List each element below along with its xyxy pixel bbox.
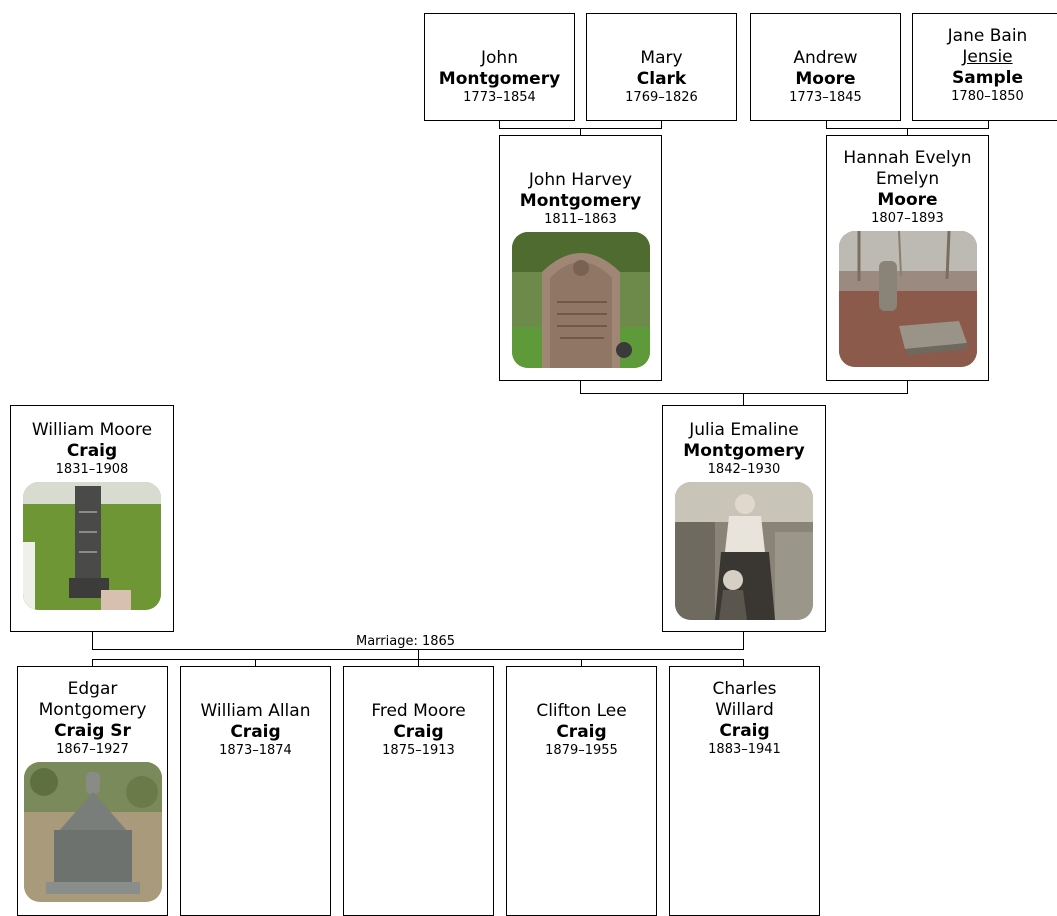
life-dates: 1867–1927 — [56, 742, 129, 757]
surname: Craig — [556, 722, 607, 742]
person-card-hannah-moore[interactable]: Hannah Evelyn Emelyn Moore 1807–1893 — [826, 135, 989, 381]
connector — [907, 380, 908, 393]
surname: Moore — [877, 190, 938, 210]
given-name: William Allan — [200, 701, 311, 721]
life-dates: 1879–1955 — [545, 743, 618, 758]
given-name: Fred Moore — [371, 701, 466, 721]
life-dates: 1773–1845 — [789, 90, 862, 105]
connector — [743, 393, 744, 406]
connector — [92, 659, 93, 667]
given-name: Andrew — [793, 48, 858, 68]
surname: Clark — [636, 69, 687, 89]
life-dates: 1875–1913 — [382, 743, 455, 758]
connector — [499, 120, 500, 128]
life-dates: 1842–1930 — [707, 462, 781, 477]
given-name: John Harvey — [528, 170, 633, 190]
given-name: John — [481, 48, 518, 68]
life-dates: 1811–1863 — [544, 212, 617, 227]
connector — [255, 659, 256, 667]
given-name: Clifton Lee — [536, 701, 627, 721]
life-dates: 1883–1941 — [708, 742, 781, 757]
surname: Moore — [795, 69, 856, 89]
surname: Craig — [393, 722, 444, 742]
surname: Montgomery — [683, 441, 805, 461]
connector — [907, 128, 908, 136]
connector — [580, 380, 581, 393]
headstone-photo[interactable] — [23, 762, 162, 902]
person-card-mary-clark[interactable]: Mary Clark 1769–1826 — [586, 13, 737, 121]
person-card-john-harvey-montgomery[interactable]: John Harvey Montgomery 1811–1863 — [499, 135, 662, 381]
person-card-edgar-montgomery-craig[interactable]: Edgar Montgomery Craig Sr 1867–1927 — [17, 666, 168, 916]
surname: Craig — [719, 721, 770, 741]
life-dates: 1773–1854 — [463, 90, 536, 105]
nickname: Jensie — [962, 47, 1013, 67]
connector — [988, 120, 989, 128]
given-name: Edgar Montgomery — [38, 679, 147, 720]
connector — [826, 120, 827, 128]
person-card-andrew-moore[interactable]: Andrew Moore 1773–1845 — [750, 13, 901, 121]
connector — [92, 631, 93, 649]
life-dates: 1807–1893 — [871, 211, 944, 226]
given-name: Charles Willard — [712, 679, 777, 720]
surname: Sample — [952, 68, 1023, 88]
person-card-john-montgomery[interactable]: John Montgomery 1773–1854 — [424, 13, 575, 121]
surname: Montgomery — [438, 69, 561, 89]
connector — [580, 128, 581, 136]
given-name: William Moore — [31, 420, 153, 440]
connector — [418, 649, 419, 659]
surname: Craig Sr — [54, 721, 131, 741]
connector — [418, 659, 419, 667]
connector — [661, 120, 662, 128]
given-name: Mary — [640, 48, 683, 68]
gravesite-photo[interactable] — [838, 231, 977, 367]
marriage-label: Marriage: 1865 — [354, 634, 458, 649]
connector — [581, 659, 582, 667]
headstone-photo[interactable] — [23, 482, 161, 610]
person-card-william-allan-craig[interactable]: William Allan Craig 1873–1874 — [180, 666, 331, 916]
headstone-photo[interactable] — [511, 232, 650, 368]
connector — [580, 393, 908, 394]
given-name: Jane Bain — [947, 26, 1028, 46]
person-card-charles-willard-craig[interactable]: Charles Willard Craig 1883–1941 — [669, 666, 820, 916]
person-card-william-moore-craig[interactable]: William Moore Craig 1831–1908 — [10, 405, 174, 632]
life-dates: 1780–1850 — [951, 89, 1024, 104]
life-dates: 1831–1908 — [55, 462, 129, 477]
portrait-photo[interactable] — [675, 482, 813, 620]
connector — [743, 631, 744, 649]
surname: Montgomery — [519, 191, 642, 211]
connector — [743, 659, 744, 667]
life-dates: 1873–1874 — [219, 743, 292, 758]
given-name: Julia Emaline — [689, 420, 799, 440]
surname: Craig — [230, 722, 281, 742]
person-card-julia-emaline-montgomery[interactable]: Julia Emaline Montgomery 1842–1930 — [662, 405, 826, 632]
person-card-jane-sample[interactable]: Jane Bain Jensie Sample 1780–1850 — [912, 13, 1057, 121]
surname: Craig — [66, 441, 118, 461]
person-card-clifton-lee-craig[interactable]: Clifton Lee Craig 1879–1955 — [506, 666, 657, 916]
life-dates: 1769–1826 — [625, 90, 698, 105]
given-name: Hannah Evelyn Emelyn — [843, 148, 972, 189]
person-card-fred-moore-craig[interactable]: Fred Moore Craig 1875–1913 — [343, 666, 494, 916]
